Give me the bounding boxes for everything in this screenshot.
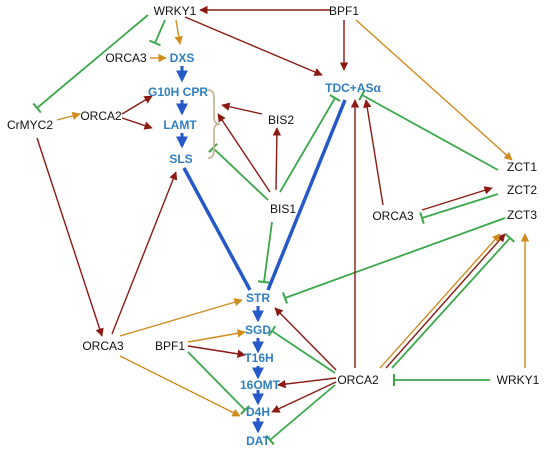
edge-orca3-activate-tdc <box>363 99 384 206</box>
node-bpf1-mid: BPF1 <box>155 339 185 353</box>
node-orca3-top: ORCA3 <box>105 51 147 65</box>
node-bis1: BIS1 <box>270 202 296 216</box>
edge-orca2-repress-zct3 <box>391 233 516 369</box>
node-orca3-right: ORCA3 <box>372 209 414 223</box>
edge-bis1-activate-lamt <box>217 113 271 193</box>
edge-wrky1-activate-tdc <box>184 16 323 76</box>
node-orca3-bottom: ORCA3 <box>82 339 124 353</box>
node-bpf1-top: BPF1 <box>329 4 359 18</box>
edge-orca2-activate-d4h <box>271 381 337 413</box>
edge-zct2-repress-orca3 <box>419 193 499 225</box>
pathway-edges <box>176 66 347 434</box>
edge-bis1-repress-str <box>257 221 273 284</box>
node-zct3: ZCT3 <box>507 208 537 222</box>
edge-orca2-repress-sgd <box>267 325 336 374</box>
edge-orca3-activate-d4h <box>119 355 241 417</box>
edge-bis1-activate-bis2 <box>272 127 282 191</box>
edge-orca2-activate-str <box>274 307 337 371</box>
edge-crmyc2-activate-orca2 <box>56 111 81 121</box>
edge-orca2-repress-dat <box>265 384 336 446</box>
edge-crmyc2-activate-orca3 <box>36 137 104 337</box>
pathway-sls-str <box>182 167 252 291</box>
edge-bis1-repress-lamt-sls <box>208 142 269 201</box>
node-t16h: T16H <box>244 351 273 365</box>
node-sgd: SGD <box>245 323 271 337</box>
edge-orca2-activate-zct3-gold <box>379 233 501 369</box>
edge-bpf1-repress-d4h <box>187 351 250 415</box>
edge-bis2-activate-bracket <box>221 102 263 115</box>
activation-dark-edges <box>36 5 506 413</box>
node-d4h: D4H <box>246 405 270 419</box>
edge-orca2-activate-g10h <box>121 95 153 115</box>
node-sls: SLS <box>169 152 192 166</box>
node-crmyc2: CrMYC2 <box>7 118 53 132</box>
edge-orca3-activate-sls <box>111 171 178 335</box>
edge-wrky1-repress-dxs <box>149 19 166 47</box>
edge-orca2-activate-zct3-dark <box>385 233 506 369</box>
edge-zct2-activate-orca3 <box>421 186 493 211</box>
node-orca2-bottom: ORCA2 <box>337 373 379 387</box>
enzyme-group-bracket <box>207 89 221 159</box>
pathway-tdc-str <box>266 99 347 291</box>
edge-orca2-activate-omt16 <box>277 377 337 389</box>
node-str: STR <box>246 291 270 305</box>
edge-wrky1-activate-dxs <box>174 19 183 45</box>
node-tdc-as: TDC+ASα <box>325 81 381 95</box>
node-bis2: BIS2 <box>268 113 294 127</box>
node-dat: DAT <box>246 434 270 448</box>
edge-orca2-activate-lamt <box>121 117 153 130</box>
edge-zct1-repress-tdc <box>358 89 499 171</box>
node-lamt: LAMT <box>163 118 197 132</box>
repression-edges <box>32 14 516 446</box>
edge-orca3-activate-str <box>119 298 243 337</box>
edge-bpf1-activate-t16h <box>187 345 246 358</box>
edge-zct3-repress-str <box>282 217 506 304</box>
node-dxs: DXS <box>170 51 195 65</box>
node-labels: WRKY1 BPF1 ORCA3 DXS G10H CPR ORCA2 CrMY… <box>7 4 540 448</box>
activation-gold-edges <box>56 19 530 417</box>
edge-bis1-repress-tdc <box>279 94 341 193</box>
edge-wrky1-repress-crmyc2 <box>32 14 149 114</box>
node-g10h-cpr: G10H CPR <box>148 85 208 99</box>
edge-bpf1-activate-sgd <box>187 329 246 343</box>
node-orca2-left: ORCA2 <box>80 109 122 123</box>
node-zct2: ZCT2 <box>507 183 537 197</box>
node-16omt: 16OMT <box>240 378 281 392</box>
edge-bpf1-activate-zct1 <box>355 19 513 161</box>
node-zct1: ZCT1 <box>507 160 537 174</box>
node-wrky1-top: WRKY1 <box>154 4 197 18</box>
node-wrky1-bottom: WRKY1 <box>497 373 540 387</box>
